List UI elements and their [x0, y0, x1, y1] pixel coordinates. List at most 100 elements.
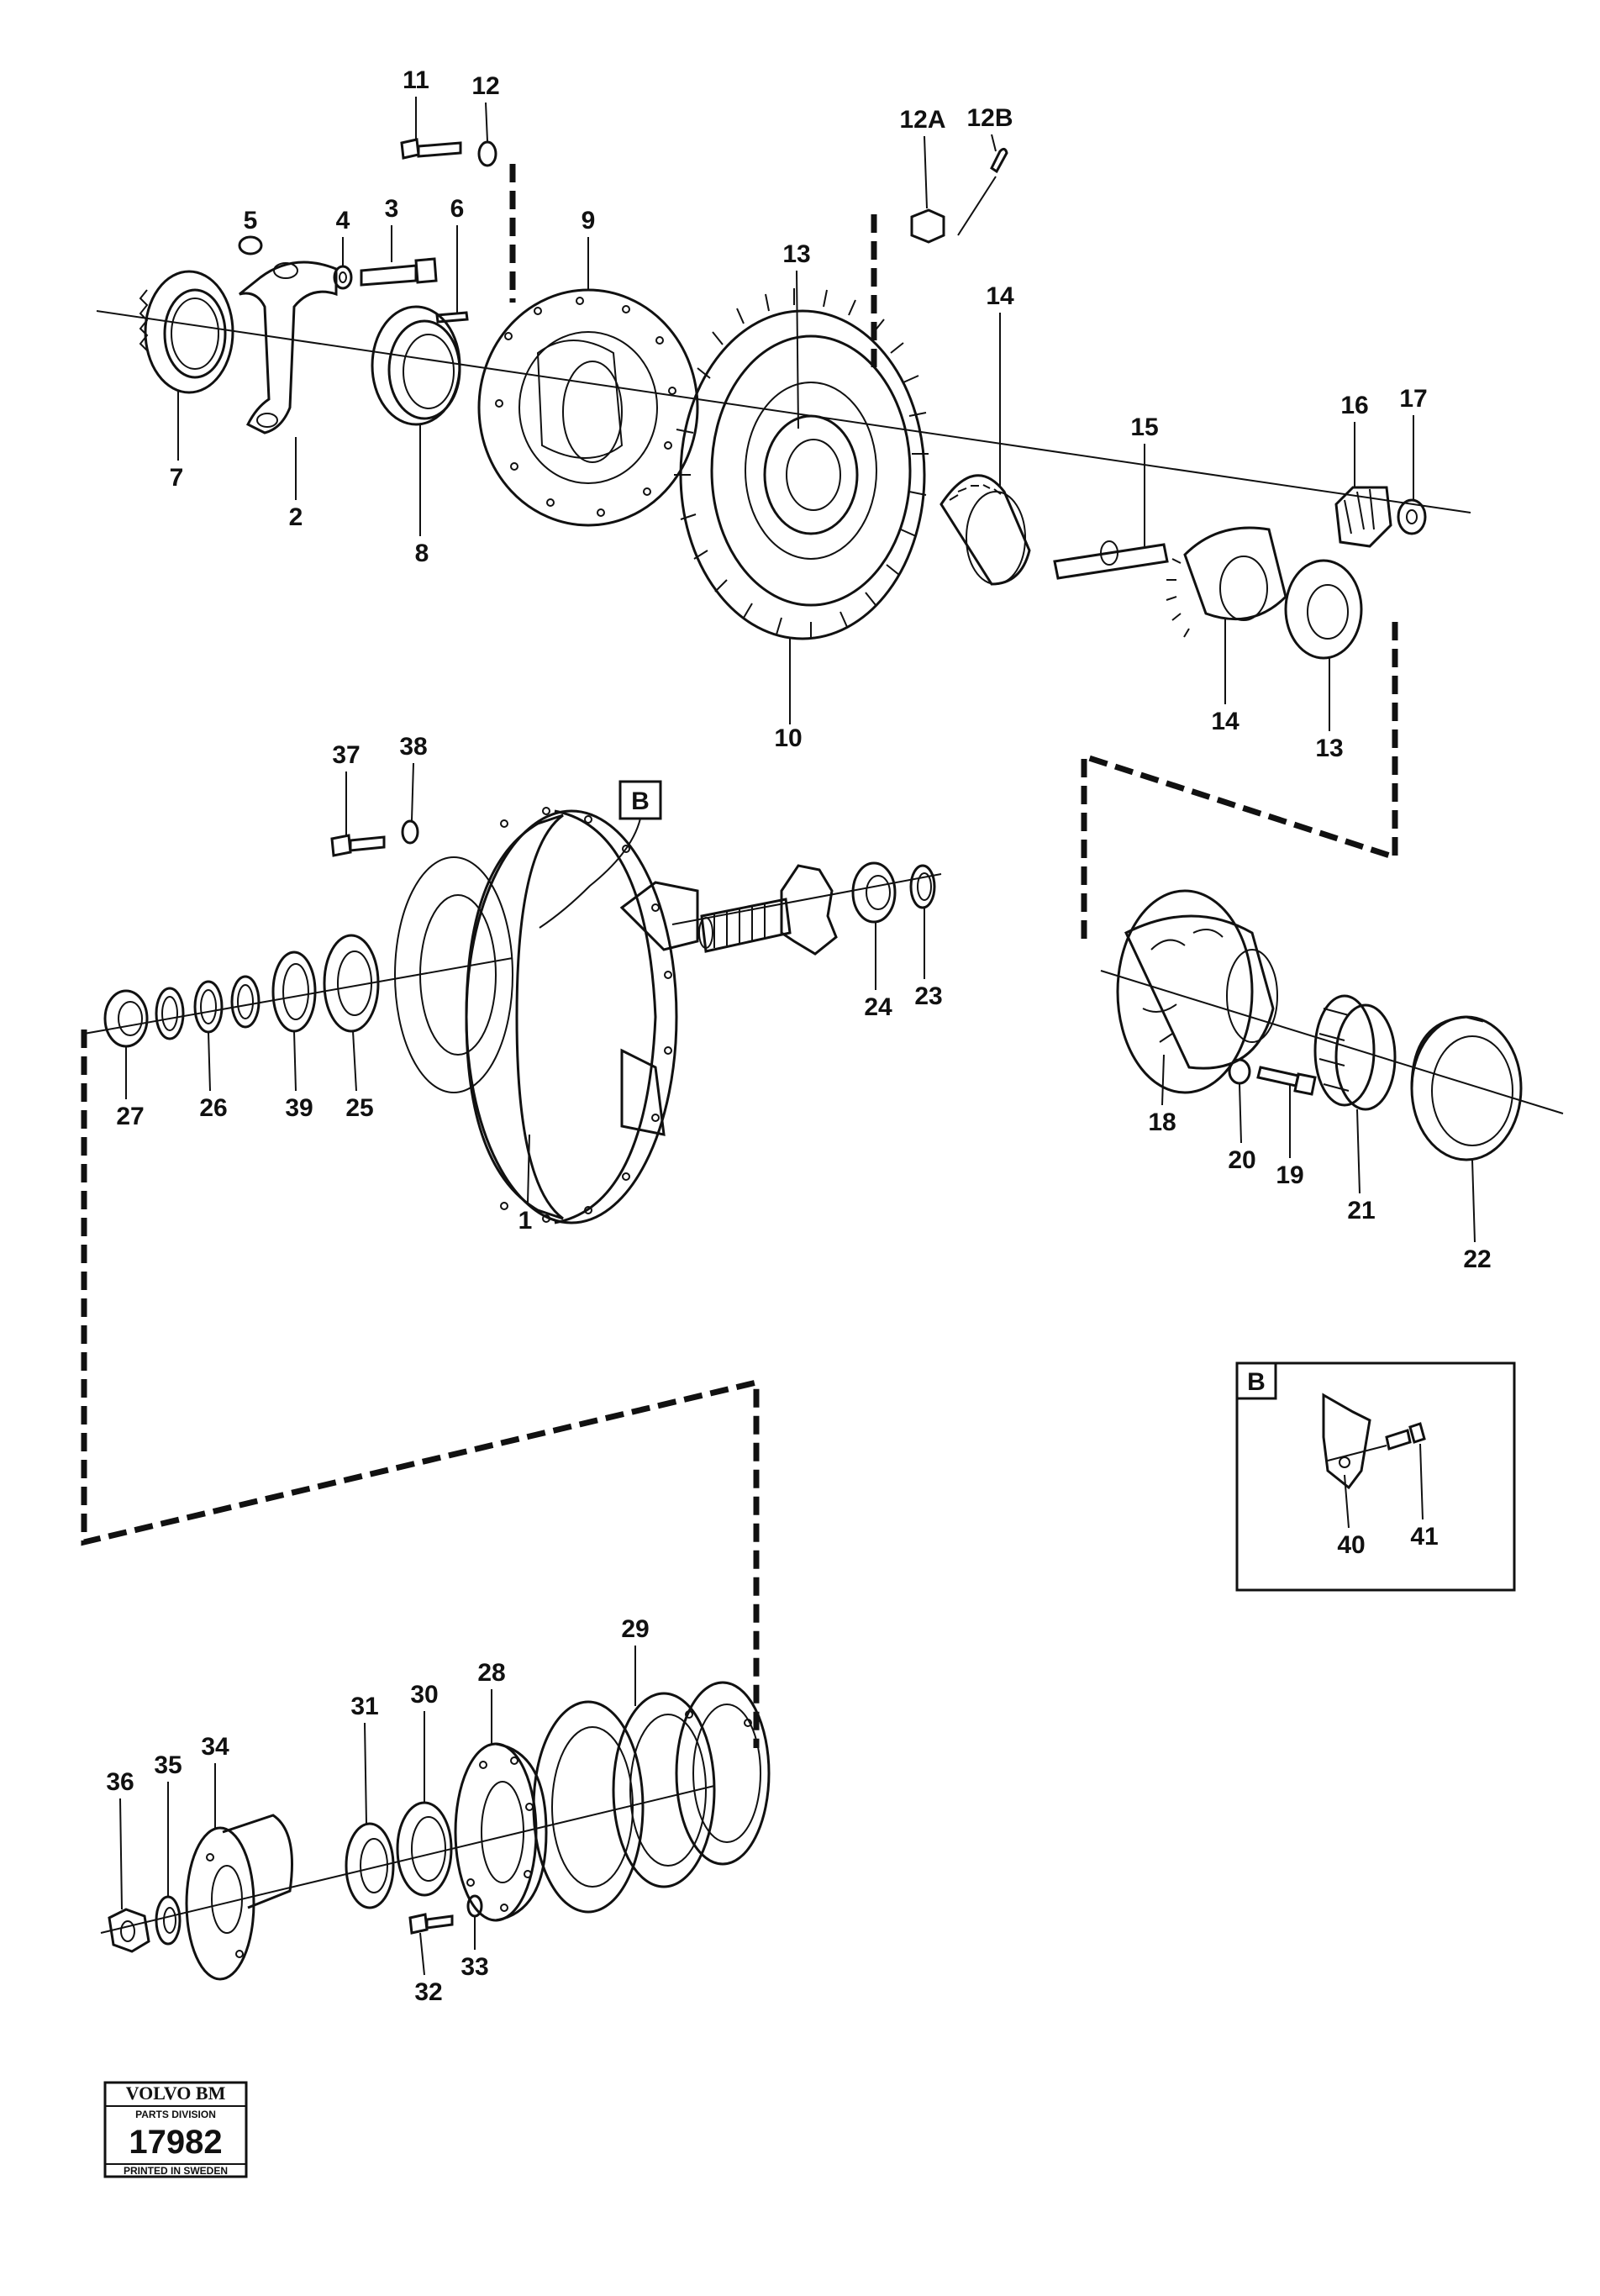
- part-11-bolt: [400, 138, 462, 160]
- part-22-bearing-cup: [1410, 1015, 1523, 1161]
- logo-brand: VOLVO BM: [126, 2083, 226, 2104]
- callout-9: 9: [582, 207, 596, 234]
- callout-13-lower: 13: [1315, 735, 1343, 762]
- detail-b-inset-tag: B: [1247, 1368, 1266, 1396]
- part-40-bracket: [1322, 1393, 1371, 1490]
- part-21-roller-bearing: [1313, 994, 1397, 1111]
- logo-division: PARTS DIVISION: [135, 2109, 216, 2120]
- callout-33: 33: [461, 1953, 488, 1981]
- callout-7: 7: [170, 464, 184, 492]
- detail-b-reference: B: [539, 780, 662, 929]
- part-32-bolt: [408, 1913, 454, 1935]
- part-4-washer: [333, 265, 353, 290]
- callout-22: 22: [1463, 1245, 1491, 1273]
- pinion-axis: [671, 873, 942, 925]
- callout-14-upper: 14: [986, 282, 1014, 310]
- part-10-drive-pinion: [698, 864, 838, 956]
- callout-26: 26: [199, 1094, 227, 1122]
- callout-41: 41: [1410, 1523, 1438, 1551]
- callout-8: 8: [415, 540, 429, 567]
- callout-40: 40: [1337, 1531, 1365, 1559]
- callout-2: 2: [289, 503, 303, 531]
- part-39-ring: [271, 951, 317, 1033]
- part-30-bearing: [396, 1801, 453, 1897]
- part-38-washer: [401, 819, 419, 845]
- detail-b-inset: B: [1235, 1361, 1516, 1592]
- callout-23: 23: [914, 982, 942, 1010]
- drawing-number: 17982: [129, 2124, 222, 2161]
- part-34-companion-flange: [185, 1814, 293, 1981]
- part-16-spider-pinion: [1334, 486, 1392, 548]
- callout-35: 35: [154, 1751, 182, 1779]
- callout-4: 4: [336, 207, 350, 234]
- part-12b-cotter-pin: [957, 147, 1008, 236]
- callout-15: 15: [1130, 413, 1158, 441]
- part-26-shims: [155, 975, 261, 1040]
- callout-5: 5: [244, 207, 258, 234]
- part-1-housing: [394, 807, 699, 1224]
- callout-10-lower: 10: [774, 724, 802, 752]
- callout-38: 38: [399, 733, 427, 761]
- part-6-pin: [435, 311, 469, 324]
- part-18-diff-carrier: [1116, 889, 1278, 1094]
- part-2-bearing-cap: [239, 261, 338, 434]
- part-28-bearing-cover: [454, 1742, 548, 1922]
- callout-29: 29: [621, 1615, 649, 1643]
- volvo-bm-logo-block: VOLVO BM PARTS DIVISION 17982 PRINTED IN…: [103, 2081, 248, 2178]
- part-41-screw: [1385, 1429, 1412, 1451]
- callout-36: 36: [106, 1768, 134, 1796]
- callout-6: 6: [450, 195, 465, 223]
- part-37-bolt: [330, 834, 386, 857]
- callout-16: 16: [1340, 392, 1368, 419]
- callout-20: 20: [1228, 1146, 1255, 1174]
- callout-12a: 12A: [899, 106, 945, 134]
- callout-30: 30: [410, 1681, 438, 1709]
- callout-34: 34: [201, 1733, 229, 1761]
- part-36-nut: [108, 1908, 150, 1953]
- assembly-link-13-18: [1081, 622, 1398, 941]
- assembly-link-27-29: [81, 1030, 760, 1748]
- part-7-splined-ring: [139, 270, 234, 394]
- part-25-bearing: [323, 934, 380, 1033]
- part-27-seal: [103, 989, 149, 1048]
- part-9-case-flange: [477, 288, 699, 527]
- callout-24: 24: [864, 993, 892, 1021]
- callout-27: 27: [116, 1103, 144, 1130]
- callout-21: 21: [1347, 1197, 1375, 1224]
- housing-axis: [83, 957, 513, 1035]
- callout-37: 37: [332, 741, 360, 769]
- part-19-bolt: [1256, 1066, 1317, 1096]
- part-23-circlip: [909, 864, 936, 909]
- part-10-ring-gear: [674, 288, 929, 640]
- part-17-thrust-washer: [1397, 498, 1427, 535]
- printed-in-sweden: PRINTED IN SWEDEN: [124, 2165, 228, 2177]
- part-12-lock-washer: [477, 140, 497, 167]
- callout-31: 31: [350, 1693, 378, 1720]
- part-5-nut: [238, 235, 263, 255]
- callout-11: 11: [403, 66, 429, 94]
- part-8-bearing-cup: [371, 305, 461, 426]
- part-14-side-gear-upper: [939, 474, 1031, 586]
- part-12a-castle-nut: [910, 208, 945, 244]
- callouts: 11 12 5 4 3 6 9 7 2 8 12A 12B 13 14 15 1…: [106, 66, 1491, 2006]
- callout-18: 18: [1148, 1109, 1176, 1136]
- part-20-washer: [1228, 1058, 1251, 1085]
- part-29-shims: [532, 1681, 771, 1914]
- top-assembly-axis: [96, 310, 1471, 513]
- callout-1: 1: [518, 1207, 533, 1235]
- callout-12b: 12B: [966, 104, 1013, 132]
- part-31-seal: [345, 1822, 395, 1909]
- part-15-spider-shaft: [1053, 540, 1169, 580]
- callout-13-upper: 13: [782, 240, 810, 268]
- callout-39: 39: [285, 1094, 313, 1122]
- callout-25: 25: [345, 1094, 373, 1122]
- detail-b-ref-tag: B: [631, 787, 650, 815]
- part-35-washer: [155, 1895, 182, 1946]
- callout-28: 28: [477, 1659, 505, 1687]
- part-24-bearing: [851, 861, 897, 924]
- carrier-axis: [1100, 970, 1564, 1114]
- part-3-bolt: [360, 257, 438, 287]
- callout-17: 17: [1399, 385, 1427, 413]
- callout-14-lower: 14: [1211, 708, 1239, 735]
